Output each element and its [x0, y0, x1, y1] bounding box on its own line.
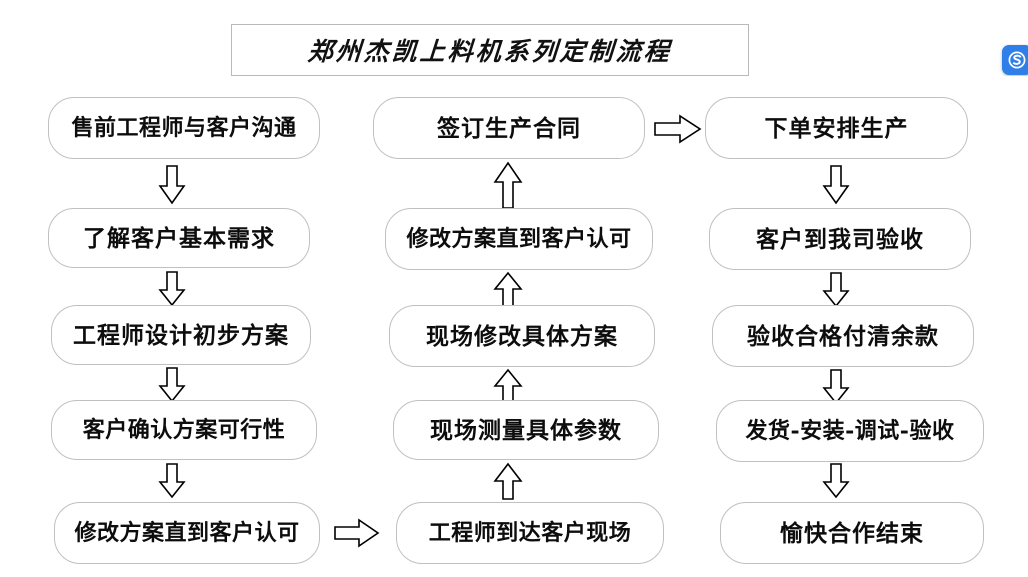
node-label: 了解客户基本需求	[83, 224, 275, 252]
arrow-up-middle-3	[493, 368, 523, 404]
node-label: 发货-安装-调试-验收	[745, 418, 955, 444]
s-logo-icon	[1008, 51, 1026, 69]
node-left-3[interactable]: 工程师设计初步方案	[51, 305, 311, 365]
node-left-4[interactable]: 客户确认方案可行性	[51, 400, 317, 460]
node-label: 售前工程师与客户沟通	[71, 115, 297, 141]
node-label: 签订生产合同	[437, 114, 581, 142]
node-middle-2[interactable]: 修改方案直到客户认可	[385, 208, 653, 270]
arrow-down-left-3	[158, 367, 186, 403]
node-left-1[interactable]: 售前工程师与客户沟通	[48, 97, 320, 159]
node-label: 验收合格付清余款	[747, 322, 939, 350]
page-title: 郑州杰凯上料机系列定制流程	[306, 37, 673, 66]
node-middle-4[interactable]: 现场测量具体参数	[393, 400, 659, 460]
arrow-right-left-to-middle	[334, 518, 380, 548]
corner-badge[interactable]	[998, 44, 1028, 76]
arrow-down-right-3	[822, 369, 850, 405]
arrow-up-middle-4	[493, 462, 523, 500]
arrow-up-middle-1	[493, 161, 523, 209]
node-label: 修改方案直到客户认可	[406, 226, 632, 252]
diagram-title-box: 郑州杰凯上料机系列定制流程	[231, 24, 749, 76]
node-label: 工程师设计初步方案	[73, 321, 289, 349]
arrow-down-right-1	[822, 165, 850, 205]
node-label: 工程师到达客户现场	[428, 520, 632, 546]
node-right-3[interactable]: 验收合格付清余款	[712, 305, 974, 367]
node-left-2[interactable]: 了解客户基本需求	[48, 208, 310, 268]
node-label: 修改方案直到客户认可	[74, 520, 300, 546]
arrow-up-middle-2	[493, 271, 523, 307]
node-label: 愉快合作结束	[780, 519, 924, 547]
node-right-4[interactable]: 发货-安装-调试-验收	[716, 400, 984, 462]
node-label: 客户确认方案可行性	[82, 417, 286, 443]
node-label: 客户到我司验收	[756, 225, 924, 253]
node-right-5[interactable]: 愉快合作结束	[720, 502, 984, 564]
node-middle-5[interactable]: 工程师到达客户现场	[396, 502, 664, 564]
node-left-5[interactable]: 修改方案直到客户认可	[54, 502, 320, 564]
arrow-right-middle-to-right	[654, 114, 702, 144]
arrow-down-left-2	[158, 271, 186, 307]
arrow-down-right-4	[822, 463, 850, 499]
node-right-1[interactable]: 下单安排生产	[705, 97, 968, 159]
arrow-down-right-2	[822, 272, 850, 308]
arrow-down-left-1	[158, 165, 186, 205]
s-logo-badge[interactable]	[1002, 45, 1028, 75]
node-middle-1[interactable]: 签订生产合同	[373, 97, 645, 159]
node-middle-3[interactable]: 现场修改具体方案	[389, 305, 655, 367]
node-label: 下单安排生产	[764, 114, 909, 142]
node-right-2[interactable]: 客户到我司验收	[709, 208, 971, 270]
arrow-down-left-4	[158, 463, 186, 499]
node-label: 现场修改具体方案	[426, 322, 618, 350]
node-label: 现场测量具体参数	[430, 416, 622, 444]
